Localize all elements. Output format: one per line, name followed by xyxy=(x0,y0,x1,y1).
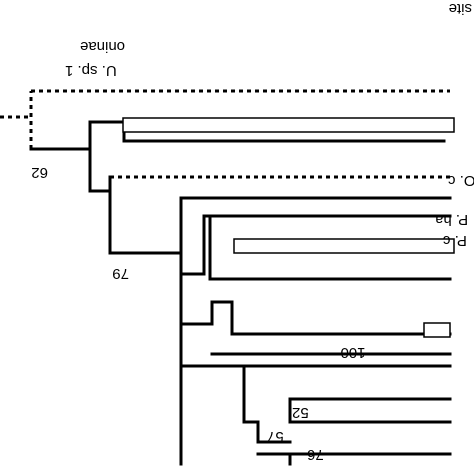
tree-clade-bars xyxy=(122,117,455,338)
clade-bar-top xyxy=(122,117,455,133)
support-value-57: 57 xyxy=(267,428,284,445)
taxon-label-p-ha: P. ha xyxy=(434,211,468,228)
support-value-79: 79 xyxy=(112,265,129,282)
tree-branches xyxy=(0,89,452,466)
taxon-label-u-sp: U. sp. 1 xyxy=(65,62,117,79)
taxon-label-top-edge: site xyxy=(449,0,472,17)
clade-bar-middle xyxy=(233,238,455,254)
tree-labels: site oninae U. sp. 1 O. c P. ha P. c 62 … xyxy=(31,0,474,463)
support-value-76: 76 xyxy=(307,446,324,463)
taxon-label-p-c: P. c xyxy=(443,232,467,249)
support-value-100: 100 xyxy=(340,344,365,361)
support-value-52: 52 xyxy=(292,404,309,421)
clade-bar-small xyxy=(423,322,451,338)
support-value-62: 62 xyxy=(31,164,48,181)
taxon-label-o: O. c xyxy=(448,172,474,189)
taxon-label-subfamily: oninae xyxy=(80,38,125,55)
